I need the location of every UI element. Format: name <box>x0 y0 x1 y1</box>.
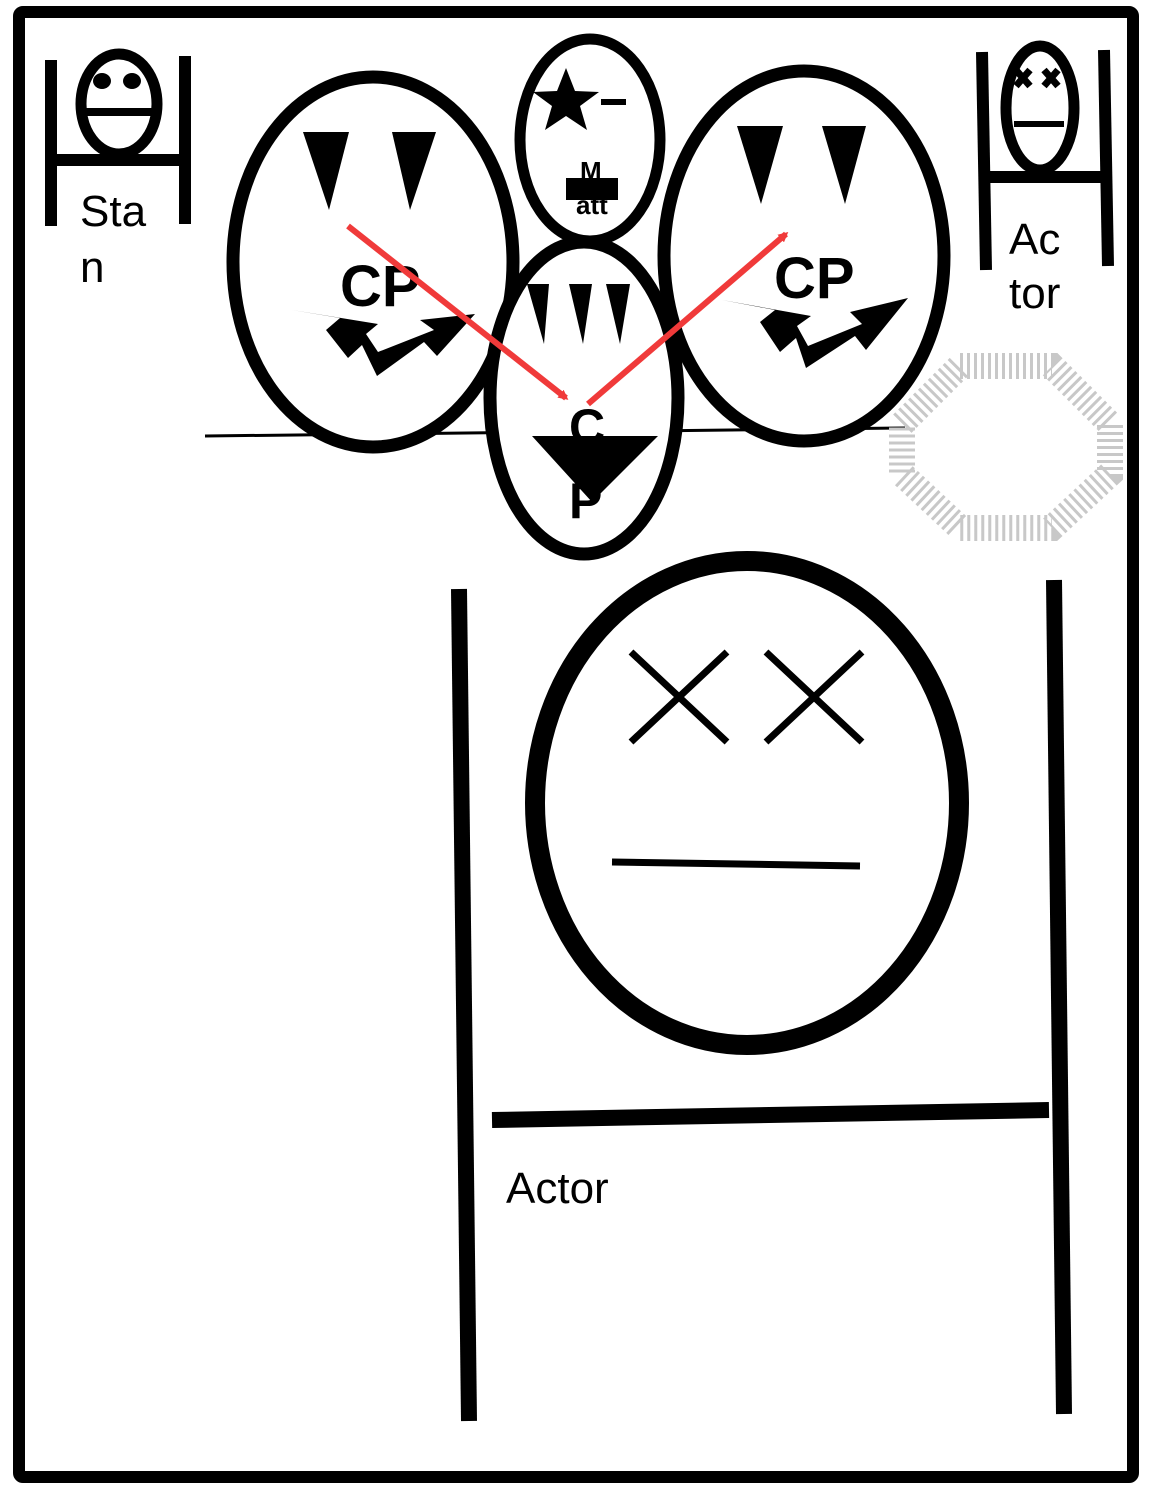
matt-figure: M att <box>520 39 660 241</box>
stan-label-line1: Sta <box>80 187 147 236</box>
actor-small-label-line2: tor <box>1009 269 1060 318</box>
matt-label-line2: att <box>576 190 608 220</box>
cp-left-label: CP <box>340 254 421 319</box>
dead-face-icon <box>535 561 959 1045</box>
cp-center-label-line2: P <box>569 473 602 529</box>
actor-large-label: Actor <box>506 1164 609 1213</box>
cp-center-label-line1: C <box>569 399 605 455</box>
cp-right-node: CP <box>664 71 944 441</box>
matt-label-line1: M <box>580 156 602 186</box>
dead-face-icon <box>1006 46 1074 170</box>
stan-label-line2: n <box>80 243 104 292</box>
cp-left-node: CP <box>233 77 513 447</box>
actor-small-label-line1: Ac <box>1009 215 1060 264</box>
smiling-face-icon <box>81 54 157 154</box>
cp-right-label: CP <box>774 246 855 311</box>
cp-center-node: C P <box>490 242 678 554</box>
